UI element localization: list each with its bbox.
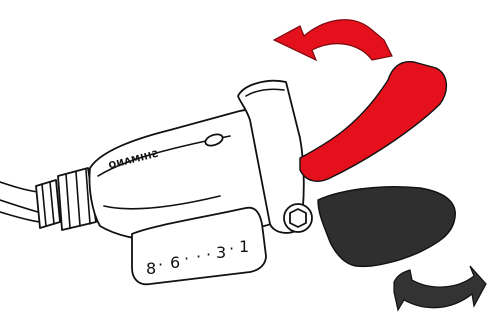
gear-number-1: 1 [239, 237, 249, 256]
gear-separator: · [184, 249, 189, 268]
gear-number-6: 6 [170, 253, 180, 272]
gear-number-8: 8 [146, 259, 156, 278]
shift-cable [0, 181, 41, 223]
downshift-lever[interactable] [317, 186, 456, 268]
gear-number-3: 3 [216, 243, 226, 262]
gear-separator: · [158, 255, 163, 274]
gear-separator: · [206, 245, 211, 264]
upshift-direction-arrow [272, 19, 393, 62]
shifter-body [88, 79, 313, 243]
upshift-lever[interactable] [299, 61, 447, 182]
barrel-adjuster [35, 167, 97, 231]
gear-separator: · [196, 247, 201, 266]
gear-separator: · [229, 239, 234, 258]
downshift-direction-arrow [393, 265, 487, 312]
gear-indicator: 8 · 6 · · · 3 · 1 [131, 206, 267, 286]
clamp-bolt [283, 203, 313, 233]
